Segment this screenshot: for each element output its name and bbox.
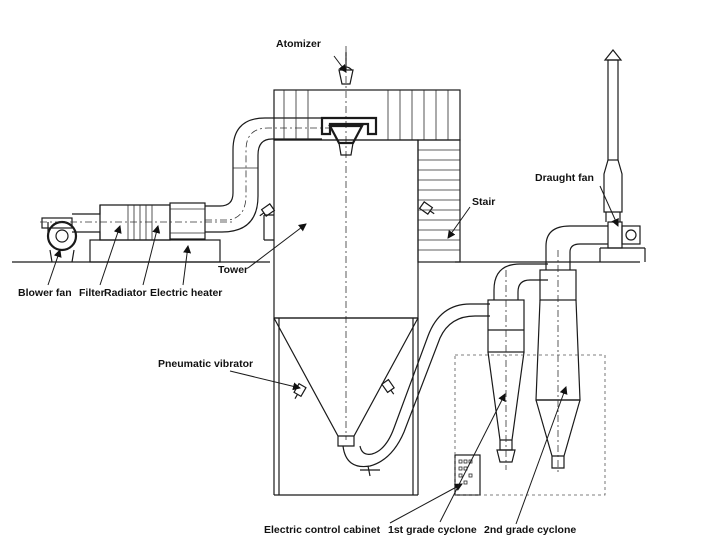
- label-1st-grade-cyclone: 1st grade cyclone: [388, 524, 477, 536]
- label-blower-fan: Blower fan: [18, 287, 72, 299]
- air-heater-train: [40, 202, 235, 263]
- electric-control-cabinet: [454, 454, 481, 496]
- label-radiator: Radiator: [104, 287, 147, 299]
- cyclone-enclosure: [454, 354, 606, 496]
- second-cyclone: [535, 225, 608, 475]
- hot-air-duct: [205, 117, 330, 233]
- atomizer-unit: [338, 46, 354, 440]
- air-distributor: [320, 116, 378, 156]
- label-atomizer: Atomizer: [276, 38, 321, 50]
- chimney: [603, 49, 623, 222]
- label-electric-heater: Electric heater: [150, 287, 223, 299]
- draught-fan: [599, 221, 646, 262]
- label-tower: Tower: [218, 264, 249, 276]
- label-2nd-grade-cyclone: 2nd grade cyclone: [484, 524, 577, 536]
- label-draught-fan: Draught fan: [535, 172, 594, 184]
- label-pneumatic-vibrator: Pneumatic vibrator: [158, 358, 254, 370]
- label-filter: Filter: [79, 287, 105, 299]
- label-electric-control-cabinet: Electric control cabinet: [264, 524, 381, 536]
- stair: [417, 139, 461, 263]
- pneumatic-vibrators: [259, 201, 435, 399]
- first-cyclone: [487, 263, 548, 470]
- outlet-duct: [342, 303, 490, 477]
- blower-fan: [41, 217, 78, 263]
- label-stair: Stair: [472, 196, 496, 208]
- leader-lines: [47, 55, 619, 525]
- drying-tower: [263, 139, 419, 496]
